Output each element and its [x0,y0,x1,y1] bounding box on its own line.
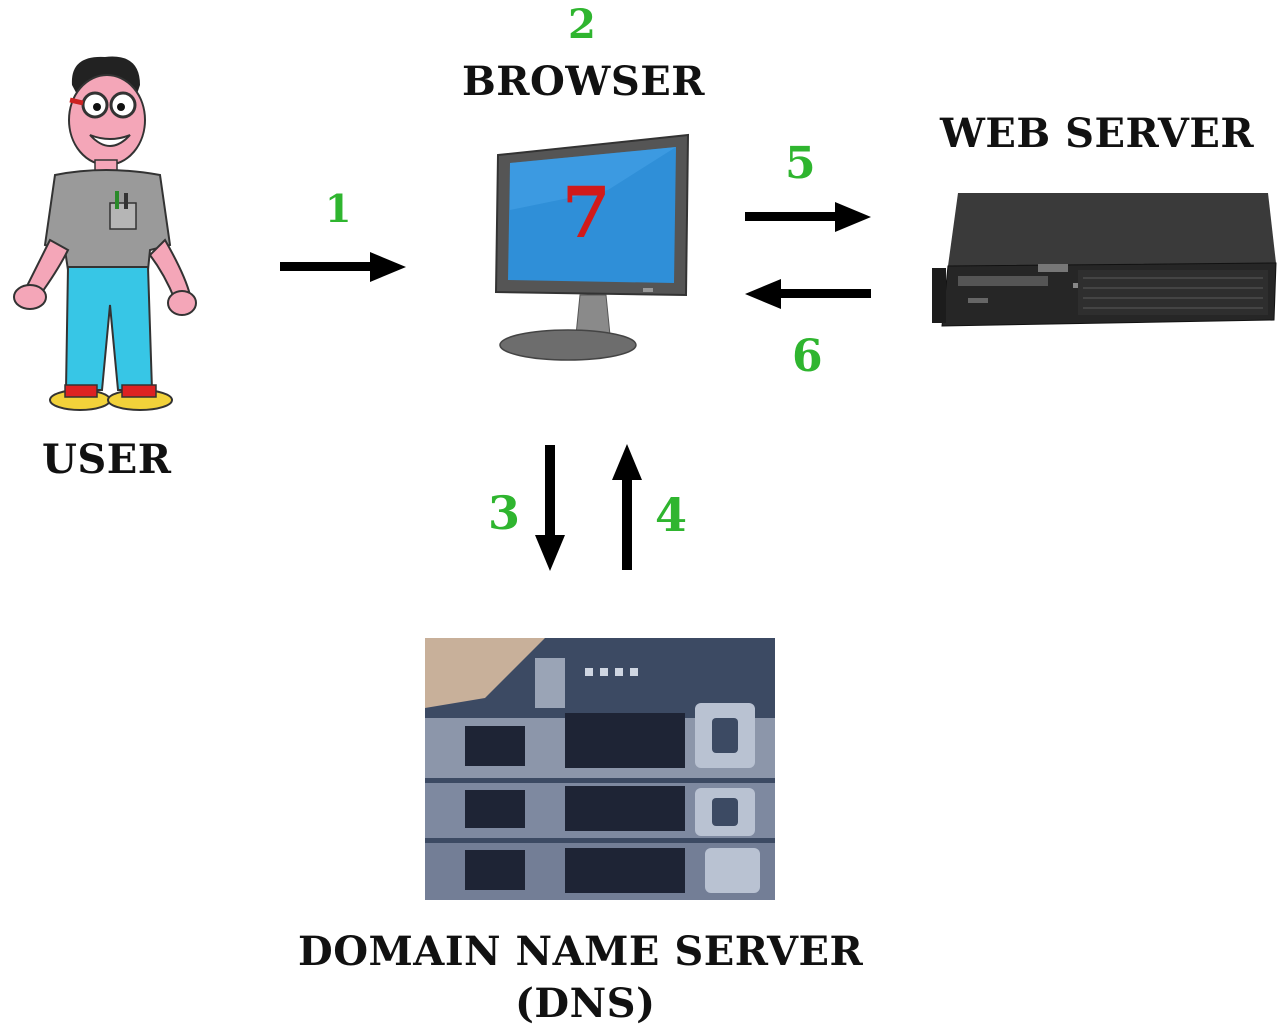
arrow-browser-to-dns [533,445,567,575]
step-1-number: 1 [325,186,352,231]
web-server-label: WEB SERVER [940,110,1255,157]
web-server-image [928,188,1277,328]
user-label: USER [42,436,172,483]
user-cartoon-image [10,45,210,415]
arrow-webserver-to-browser [743,277,873,311]
step-7-number: 7 [562,171,611,254]
step-3-number: 3 [488,486,521,540]
step-5-number: 5 [785,138,816,189]
arrow-user-to-browser [280,250,410,284]
dns-label-line1: DOMAIN NAME SERVER [298,928,864,975]
browser-monitor-image [488,130,698,365]
dns-server-rack-image [425,638,775,900]
step-6-number: 6 [792,331,823,382]
step-2-number: 2 [568,1,596,48]
dns-label-line2: (DNS) [515,980,656,1027]
arrow-browser-to-webserver [745,200,875,234]
arrow-dns-to-browser [610,442,644,572]
browser-label: BROWSER [462,58,705,105]
step-4-number: 4 [655,488,688,542]
